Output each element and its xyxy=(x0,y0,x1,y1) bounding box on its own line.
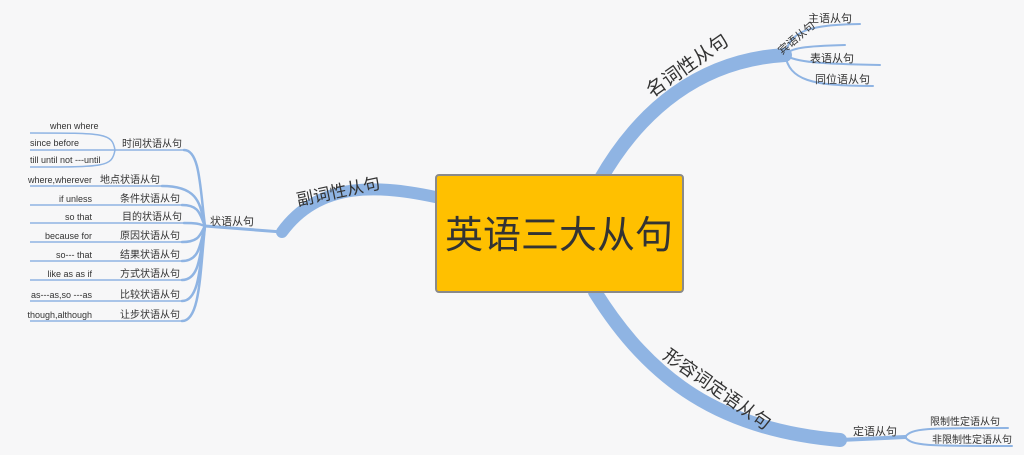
adverb-child-label[interactable]: 时间状语从句 xyxy=(122,137,182,150)
adverb-sub-label[interactable]: 状语从句 xyxy=(210,214,254,228)
adverb-child-label[interactable]: 目的状语从句 xyxy=(122,210,182,223)
adverb-child-label[interactable]: 条件状语从句 xyxy=(120,192,180,205)
main-branches xyxy=(203,48,907,447)
example-text[interactable]: because for xyxy=(45,231,92,241)
adjective-sub-label[interactable]: 定语从句 xyxy=(853,424,897,438)
example-connector xyxy=(29,149,116,168)
example-text[interactable]: so--- that xyxy=(56,250,93,260)
branch-adverb xyxy=(276,183,446,238)
adverb-child-label[interactable]: 结果状语从句 xyxy=(120,248,180,261)
adjective-child[interactable]: 限制性定语从句 xyxy=(930,415,1000,428)
adverb-child-label[interactable]: 让步状语从句 xyxy=(120,308,180,321)
adverb-connector xyxy=(182,221,207,228)
adverb-connector xyxy=(180,203,207,228)
branch-adjective xyxy=(588,285,847,447)
adjective-child[interactable]: 非限制性定语从句 xyxy=(932,433,1012,446)
example-text[interactable]: if unless xyxy=(59,194,93,204)
example-text[interactable]: though,although xyxy=(27,310,92,320)
root-node[interactable]: 英语三大从句 xyxy=(435,174,684,293)
example-text[interactable]: as---as,so ---as xyxy=(31,290,93,300)
noun-child[interactable]: 表语从句 xyxy=(810,51,854,65)
example-connector xyxy=(29,132,116,151)
adverb-child-label[interactable]: 地点状语从句 xyxy=(100,173,160,186)
root-title: 英语三大从句 xyxy=(445,213,673,257)
noun-children: 主语从句 宾语从句 表语从句 同位语从句 xyxy=(775,12,881,87)
noun-child[interactable]: 主语从句 xyxy=(808,12,852,25)
adverb-branch-label[interactable]: 副词性从句 xyxy=(295,174,382,211)
noun-child[interactable]: 同位语从句 xyxy=(815,72,870,86)
adverb-child-label[interactable]: 方式状语从句 xyxy=(120,267,180,280)
adverb-child-label[interactable]: 比较状语从句 xyxy=(120,288,180,301)
adverb-connector xyxy=(180,224,207,323)
adverb-children: 时间状语从句 when where since before till until n… xyxy=(27,121,207,323)
example-text[interactable]: where,wherever xyxy=(27,175,92,185)
adverb-child-label[interactable]: 原因状语从句 xyxy=(120,229,180,242)
example-text[interactable]: like as as if xyxy=(47,269,92,279)
example-text[interactable]: when where xyxy=(49,121,99,131)
branch-noun xyxy=(593,48,792,187)
adjective-children: 限制性定语从句 非限制性定语从句 xyxy=(904,415,1013,447)
example-text[interactable]: so that xyxy=(65,212,93,222)
example-text[interactable]: till until not ---until xyxy=(30,155,101,165)
example-text[interactable]: since before xyxy=(30,138,79,148)
